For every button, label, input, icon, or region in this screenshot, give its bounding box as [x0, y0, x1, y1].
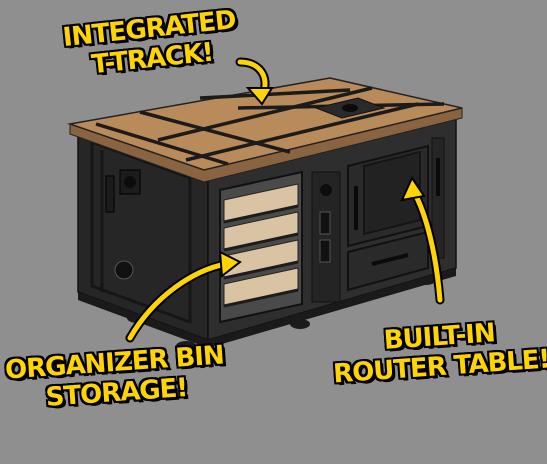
left-side-frame: [90, 140, 192, 325]
arrow-to-bins-icon: [125, 250, 242, 343]
organizer-bins: [223, 183, 299, 308]
arrow-to-router-icon: [400, 175, 445, 305]
router-plate-icon: [314, 97, 386, 119]
dust-port-icon: [114, 260, 134, 280]
side-knob-icon: [119, 169, 141, 195]
arrow-to-ttrack-icon: [235, 57, 274, 106]
switch-column: [311, 171, 341, 303]
